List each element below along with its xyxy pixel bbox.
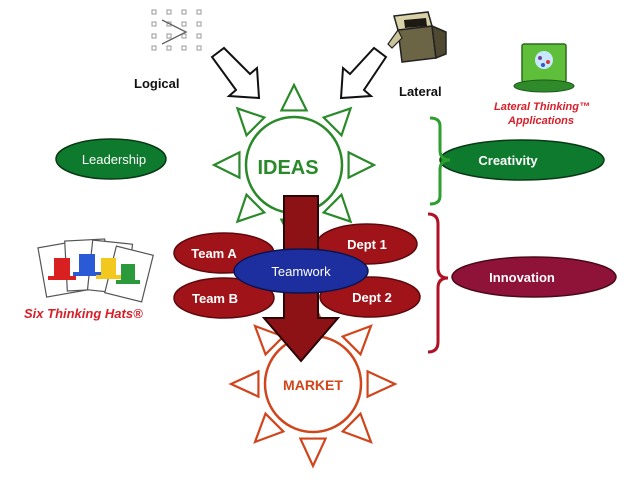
lateral-thinking-logo-line1: Lateral Thinking™	[494, 101, 590, 113]
teamwork-label: Teamwork	[271, 264, 331, 279]
logical-label: Logical	[134, 76, 180, 91]
ideas-sun-ray	[321, 106, 353, 138]
innovation-oval: Innovation	[451, 256, 617, 298]
dept-2-label: Dept 2	[352, 290, 392, 305]
market-sun-ray	[340, 324, 373, 357]
logical-grid-icon	[151, 9, 202, 51]
innovation-label: Innovation	[489, 270, 555, 285]
team-b-oval: Team B	[173, 277, 275, 319]
ideas-sun-ray	[321, 192, 353, 224]
open-box-icon	[387, 11, 447, 63]
ideas-sun-ray	[235, 192, 267, 224]
creativity-oval: Creativity	[439, 139, 605, 181]
six-thinking-hats-logo: Six Thinking Hats®	[24, 238, 154, 321]
ideas-sun-ray	[347, 150, 377, 180]
market-sun-ray	[298, 437, 328, 469]
lateral-arrow	[339, 46, 388, 100]
ideas-sun-ray	[211, 150, 241, 180]
leadership-oval: Leadership	[55, 138, 167, 180]
six-thinking-hats-logo-text: Six Thinking Hats®	[24, 306, 143, 321]
lateral-label: Lateral	[399, 84, 442, 99]
lateral-thinking-logo: Lateral Thinking™ Applications	[494, 43, 590, 127]
market-sun-ray	[366, 369, 398, 399]
market-label: MARKET	[283, 377, 343, 393]
market-sun-ray	[253, 324, 286, 357]
team-b-label: Team B	[192, 291, 238, 306]
logical-arrow	[210, 46, 261, 100]
creativity-brace	[429, 116, 451, 206]
dept-1-label: Dept 1	[347, 237, 387, 252]
market-sun-ray	[340, 411, 373, 444]
ideas-sun-ray	[235, 106, 267, 138]
innovation-brace	[427, 212, 449, 354]
teamwork-oval: Teamwork	[233, 248, 369, 294]
lateral-thinking-logo-line2: Applications	[507, 115, 574, 127]
market-sun-ray	[253, 411, 286, 444]
leadership-label: Leadership	[82, 152, 146, 167]
ideas-sun-ray	[279, 82, 309, 112]
creativity-label: Creativity	[478, 153, 538, 168]
team-a-label: Team A	[191, 246, 237, 261]
market-sun-ray	[228, 369, 260, 399]
ideas-label: IDEAS	[257, 157, 318, 179]
